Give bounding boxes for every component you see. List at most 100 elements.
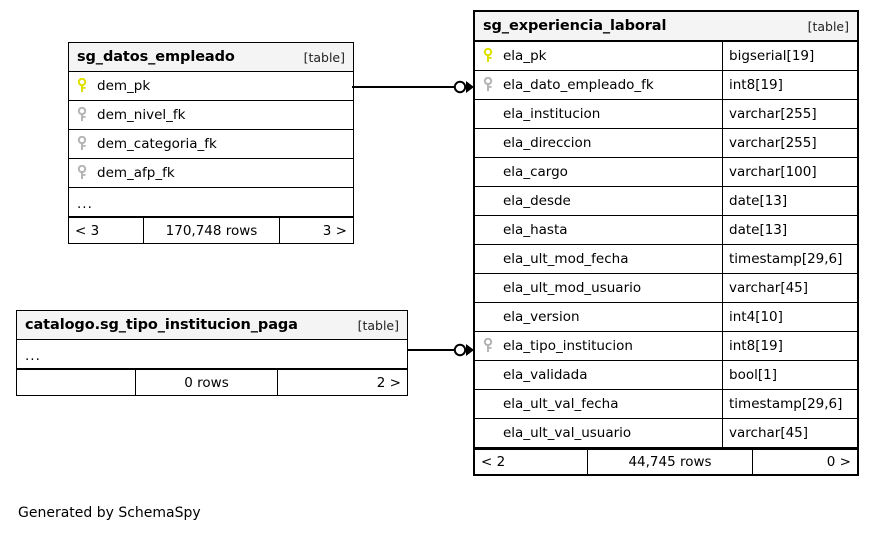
column-name: ela_ult_mod_usuario bbox=[503, 280, 642, 296]
table-row[interactable]: ela_institucion varchar[255] bbox=[475, 100, 857, 129]
column-cell: ela_ult_mod_fecha bbox=[475, 245, 722, 273]
more-columns-row[interactable]: ... bbox=[17, 340, 407, 369]
table-row[interactable]: ela_tipo_institucion int8[19] bbox=[475, 332, 857, 361]
table-type-tag: [table] bbox=[357, 317, 399, 333]
column-type: timestamp[29,6] bbox=[722, 390, 857, 418]
table-footer: < 2 44,745 rows 0 > bbox=[475, 448, 857, 474]
table-sg-experiencia-laboral[interactable]: sg_experiencia_laboral [table] ela_pk bi… bbox=[473, 10, 859, 476]
column-cell: ela_tipo_institucion bbox=[475, 332, 722, 360]
foreign-key-icon bbox=[483, 76, 497, 93]
column-type: int8[19] bbox=[722, 71, 857, 99]
column-name: dem_nivel_fk bbox=[97, 107, 186, 123]
column-cell: dem_nivel_fk bbox=[69, 101, 353, 129]
table-row[interactable]: ela_hasta date[13] bbox=[475, 216, 857, 245]
foreign-key-icon bbox=[77, 135, 91, 152]
next-tables-link[interactable]: 3 > bbox=[279, 218, 353, 243]
column-type: int8[19] bbox=[722, 332, 857, 360]
column-name: ela_pk bbox=[503, 48, 547, 64]
table-row[interactable]: ela_dato_empleado_fk int8[19] bbox=[475, 71, 857, 100]
table-footer: < 3 170,748 rows 3 > bbox=[69, 217, 353, 243]
column-type: int4[10] bbox=[722, 303, 857, 331]
column-name: dem_afp_fk bbox=[97, 165, 175, 181]
generated-by-caption: Generated by SchemaSpy bbox=[18, 505, 201, 521]
column-type: bool[1] bbox=[722, 361, 857, 389]
table-catalogo-sg-tipo-institucion-paga[interactable]: catalogo.sg_tipo_institucion_paga [table… bbox=[16, 310, 408, 396]
column-cell: dem_categoria_fk bbox=[69, 130, 353, 158]
foreign-key-icon bbox=[483, 337, 497, 354]
foreign-key-icon bbox=[77, 164, 91, 181]
column-name: ela_institucion bbox=[503, 106, 601, 122]
column-cell: ela_direccion bbox=[475, 129, 722, 157]
table-row[interactable]: ela_ult_val_fecha timestamp[29,6] bbox=[475, 390, 857, 419]
column-type: varchar[100] bbox=[722, 158, 857, 186]
column-type: varchar[255] bbox=[722, 129, 857, 157]
prev-tables-link[interactable]: < 3 bbox=[75, 222, 100, 239]
column-type: date[13] bbox=[722, 216, 857, 244]
column-cell: dem_afp_fk bbox=[69, 159, 353, 187]
column-cell: ela_ult_mod_usuario bbox=[475, 274, 722, 302]
table-title: catalogo.sg_tipo_institucion_paga bbox=[25, 317, 298, 333]
table-header: sg_experiencia_laboral [table] bbox=[475, 12, 857, 42]
table-title: sg_experiencia_laboral bbox=[483, 18, 667, 34]
primary-key-icon bbox=[77, 77, 91, 94]
more-columns-indicator: ... bbox=[77, 196, 93, 212]
row-count: 0 rows bbox=[135, 370, 277, 395]
more-columns-row[interactable]: ... bbox=[69, 188, 353, 217]
column-name: ela_ult_mod_fecha bbox=[503, 251, 629, 267]
column-cell: ela_desde bbox=[475, 187, 722, 215]
table-row[interactable]: dem_nivel_fk bbox=[69, 101, 353, 130]
table-row[interactable]: ela_cargo varchar[100] bbox=[475, 158, 857, 187]
column-cell: ela_validada bbox=[475, 361, 722, 389]
table-title: sg_datos_empleado bbox=[77, 49, 235, 65]
column-name: dem_categoria_fk bbox=[97, 136, 217, 152]
column-cell: ela_institucion bbox=[475, 100, 722, 128]
table-row[interactable]: dem_categoria_fk bbox=[69, 130, 353, 159]
column-type: date[13] bbox=[722, 187, 857, 215]
table-footer: 0 rows 2 > bbox=[17, 369, 407, 395]
next-tables-link[interactable]: 0 > bbox=[752, 450, 857, 474]
table-row[interactable]: ela_ult_mod_usuario varchar[45] bbox=[475, 274, 857, 303]
column-cell: ela_pk bbox=[475, 42, 722, 70]
table-row[interactable]: ela_ult_val_usuario varchar[45] bbox=[475, 419, 857, 448]
primary-key-icon bbox=[483, 47, 497, 64]
column-name: ela_dato_empleado_fk bbox=[503, 77, 654, 93]
column-cell: dem_pk bbox=[69, 72, 353, 100]
column-type: varchar[45] bbox=[722, 419, 857, 447]
table-sg-datos-empleado[interactable]: sg_datos_empleado [table] dem_pk bbox=[68, 42, 354, 244]
column-name: dem_pk bbox=[97, 78, 151, 94]
column-cell: ela_cargo bbox=[475, 158, 722, 186]
more-columns-indicator: ... bbox=[25, 348, 41, 364]
table-row[interactable]: dem_afp_fk bbox=[69, 159, 353, 188]
table-header: sg_datos_empleado [table] bbox=[69, 43, 353, 72]
column-cell: ela_ult_val_fecha bbox=[475, 390, 722, 418]
prev-tables-link[interactable]: < 2 bbox=[481, 454, 506, 470]
column-name: ela_direccion bbox=[503, 135, 592, 151]
column-cell: ela_version bbox=[475, 303, 722, 331]
column-type: timestamp[29,6] bbox=[722, 245, 857, 273]
column-name: ela_version bbox=[503, 309, 580, 325]
column-name: ela_ult_val_fecha bbox=[503, 396, 619, 412]
column-name: ela_ult_val_usuario bbox=[503, 425, 632, 441]
table-row[interactable]: ela_version int4[10] bbox=[475, 303, 857, 332]
foreign-key-icon bbox=[77, 106, 91, 123]
table-row[interactable]: dem_pk bbox=[69, 72, 353, 101]
column-name: ela_tipo_institucion bbox=[503, 338, 633, 354]
next-tables-link[interactable]: 2 > bbox=[277, 370, 407, 395]
column-type: varchar[45] bbox=[722, 274, 857, 302]
column-type: bigserial[19] bbox=[722, 42, 857, 70]
table-type-tag: [table] bbox=[807, 18, 849, 34]
column-cell: ela_ult_val_usuario bbox=[475, 419, 722, 447]
table-row[interactable]: ela_pk bigserial[19] bbox=[475, 42, 857, 71]
prev-tables-link[interactable] bbox=[17, 370, 135, 395]
relationship-connector-tipo-institucion-to-ela-tipo-institucion bbox=[407, 342, 475, 358]
column-name: ela_validada bbox=[503, 367, 588, 383]
table-row[interactable]: ela_ult_mod_fecha timestamp[29,6] bbox=[475, 245, 857, 274]
table-type-tag: [table] bbox=[303, 49, 345, 65]
column-name: ela_hasta bbox=[503, 222, 568, 238]
table-row[interactable]: ela_validada bool[1] bbox=[475, 361, 857, 390]
table-row[interactable]: ela_desde date[13] bbox=[475, 187, 857, 216]
table-header: catalogo.sg_tipo_institucion_paga [table… bbox=[17, 311, 407, 340]
table-row[interactable]: ela_direccion varchar[255] bbox=[475, 129, 857, 158]
column-cell: ela_dato_empleado_fk bbox=[475, 71, 722, 99]
